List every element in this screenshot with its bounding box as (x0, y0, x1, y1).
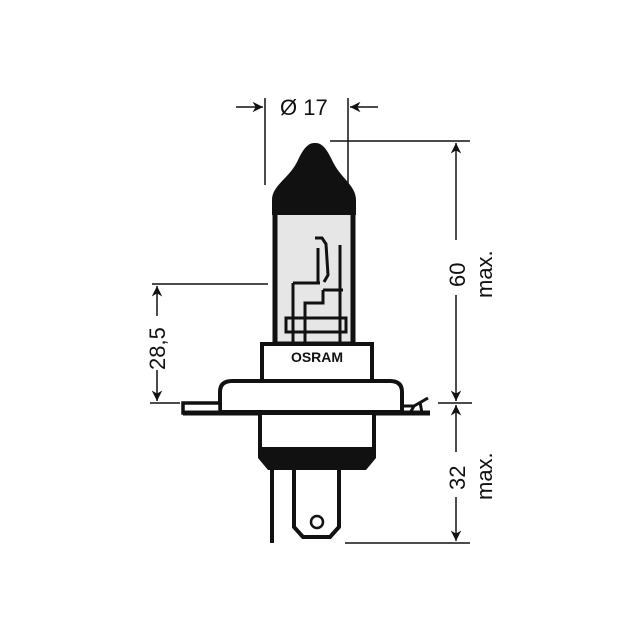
diameter-label: Ø 17 (280, 95, 328, 120)
bottom-height-label: 32 (445, 466, 470, 490)
reference-height-dimension: 28,5 (145, 286, 170, 401)
terminal-pins (270, 470, 341, 543)
flange (181, 379, 430, 416)
top-height-label: 60 (445, 263, 470, 287)
diameter-dimension: Ø 17 (236, 95, 378, 185)
top-height-dimension: 60 max. (445, 143, 497, 401)
bulb-glass (272, 143, 356, 347)
bottom-height-dimension: 32 max. (445, 405, 497, 541)
base (258, 411, 376, 470)
bulb-cap (272, 143, 356, 215)
pin-hole (309, 514, 325, 530)
filament (284, 236, 348, 345)
bottom-height-qualifier: max. (472, 452, 497, 500)
top-height-qualifier: max. (472, 250, 497, 298)
reference-height-label: 28,5 (145, 327, 170, 370)
brand-label: OSRAM (291, 349, 343, 365)
